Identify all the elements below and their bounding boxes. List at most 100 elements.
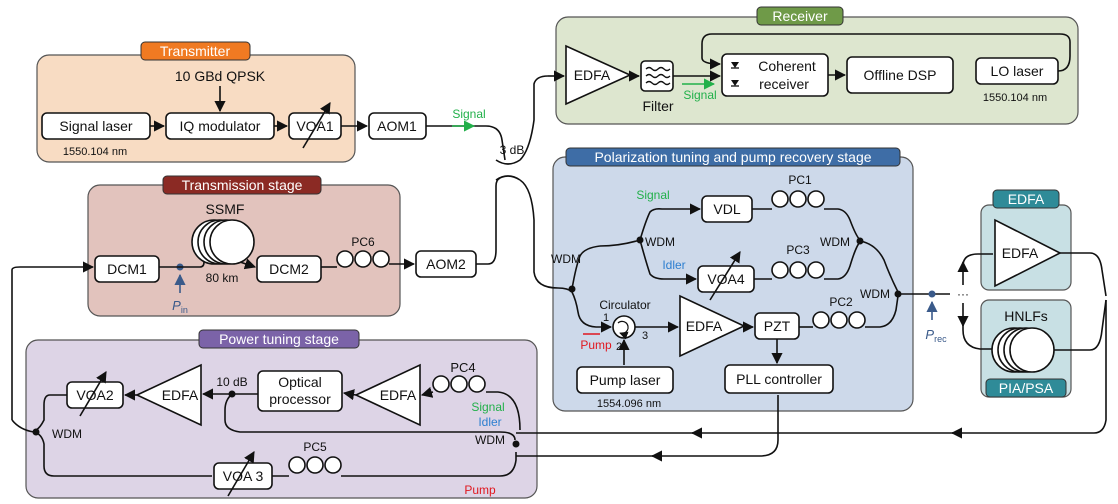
p-rec-tap [928, 290, 936, 298]
pc5-label: PC5 [303, 440, 327, 454]
pump-laser-box [576, 366, 674, 394]
optical-processor-box [257, 370, 343, 412]
idler-label-pol: Idler [662, 258, 685, 272]
pc2-label: PC2 [829, 295, 853, 309]
aom2-label: AOM2 [426, 256, 466, 272]
wdm-label-pol-left: WDM [645, 235, 675, 249]
transmitter-tag [140, 41, 251, 61]
pump-laser-label: Pump laser [590, 372, 661, 388]
wire-voa2-wdm [35, 394, 67, 431]
ten-db-label: 10 dB [216, 375, 247, 389]
wire-hnlf-out [1054, 299, 1107, 351]
dcm1-label: DCM1 [107, 261, 147, 277]
qpsk-label: 10 GBd QPSK [175, 68, 266, 84]
power-tuning-title: Power tuning stage [219, 331, 339, 347]
pc6-label: PC6 [351, 235, 375, 249]
wdm-label-pol-exit: WDM [860, 287, 890, 301]
hnlf-spool [991, 327, 1055, 373]
pc1-paddles [771, 190, 825, 208]
voa4-tuning-arrow [709, 251, 741, 301]
wire-tap-down [224, 393, 516, 441]
wire-pc5-wdm [341, 452, 517, 477]
edfa-power-2 [354, 363, 421, 427]
offline-dsp-box [846, 56, 954, 94]
filter-label: Filter [642, 98, 673, 114]
pzt-label: PZT [764, 318, 791, 334]
wire-loop-to-dcm1 [11, 261, 95, 420]
wire-edfa-out [1060, 252, 1107, 297]
receiver-tag [756, 6, 844, 26]
wdm-label-pol-entry: WDM [551, 252, 581, 266]
dcm2-box [256, 255, 322, 283]
optical-processor-label-1: Optical [278, 374, 322, 390]
filter-icon [645, 66, 671, 86]
three-db-label: 3 dB [500, 143, 525, 157]
coupler-3db [495, 159, 521, 181]
pc3-paddles [771, 261, 825, 279]
coherent-label-1: Coherent [758, 58, 816, 74]
wdm-label-power-right: WDM [475, 433, 505, 447]
voa3-tuning-arrow [227, 451, 255, 497]
dcm2-label: DCM2 [269, 261, 309, 277]
wire-lo-coherent [701, 33, 1071, 72]
edfa-stage-title: EDFA [1008, 191, 1045, 207]
lo-laser-wavelength: 1550.104 nm [983, 92, 1047, 104]
wire-switch-down [962, 303, 992, 350]
p-in-label: Pin [172, 298, 188, 315]
wire-return-long [516, 300, 1107, 434]
signal-label-pol: Signal [636, 188, 669, 202]
wire-pol-entry [557, 287, 613, 333]
pc3-label: PC3 [786, 243, 810, 257]
circulator-port-1: 1 [603, 312, 609, 324]
pll-label: PLL controller [736, 371, 822, 387]
signal-laser-wavelength: 1550.104 nm [63, 146, 127, 158]
wire-pc4-edfa2 [420, 386, 434, 398]
wdm-left-node [32, 428, 40, 436]
offline-dsp-label: Offline DSP [864, 67, 937, 83]
wire-ssmf-dcm2 [239, 258, 257, 270]
wire-aom1-coupler [426, 125, 506, 161]
ssmf-label: SSMF [206, 201, 245, 217]
wire-merge-exit [859, 240, 899, 293]
wire-edfa2-op [342, 389, 357, 401]
transmission-title: Transmission stage [182, 177, 303, 193]
transmission-tag [162, 175, 322, 195]
pump-label-power: Pump [464, 483, 496, 497]
circulator-port-3: 3 [642, 330, 648, 342]
voa1-label: VOA1 [296, 118, 334, 134]
photodiode-icon [731, 62, 739, 87]
edfa-receiver-label: EDFA [574, 67, 611, 83]
wire-pc3-merge [824, 241, 861, 280]
hnlfs-label: HNLFs [1004, 308, 1048, 324]
wire-pc1-merge [824, 208, 861, 241]
edfa-pump-label: EDFA [686, 318, 723, 334]
signal-label-tx: Signal [452, 107, 485, 121]
pc4-paddles [432, 375, 486, 393]
edfa-tag [992, 189, 1060, 209]
wire-pc2-exit [865, 295, 899, 328]
pump-laser-wavelength: 1554.096 nm [597, 398, 661, 410]
circulator-rotation-icon [617, 320, 629, 340]
optical-processor-label-2: processor [269, 391, 331, 407]
lo-laser-label: LO laser [991, 63, 1044, 79]
wdm-label-pol-right: WDM [820, 235, 850, 249]
pc5-paddles [288, 456, 342, 474]
wire-pc4-in [486, 391, 521, 431]
ssmf-spool [191, 219, 255, 265]
polarization-title: Polarization tuning and pump recovery st… [594, 149, 871, 165]
voa4-label: VOA4 [707, 271, 745, 287]
pll-box [724, 364, 834, 394]
dcm1-box [94, 255, 160, 283]
iq-modulator-label: IQ modulator [180, 118, 261, 134]
wire-to-vdl [639, 203, 702, 241]
wire-entry-up [571, 245, 601, 290]
receiver-title: Receiver [772, 8, 828, 24]
wire-pump-return [516, 395, 779, 457]
aom2-box [415, 250, 477, 278]
circulator-label: Circulator [599, 298, 650, 312]
vdl-label: VDL [713, 201, 740, 217]
idler-label-power: Idler [478, 415, 501, 429]
switch-dots: ··· [957, 287, 969, 301]
